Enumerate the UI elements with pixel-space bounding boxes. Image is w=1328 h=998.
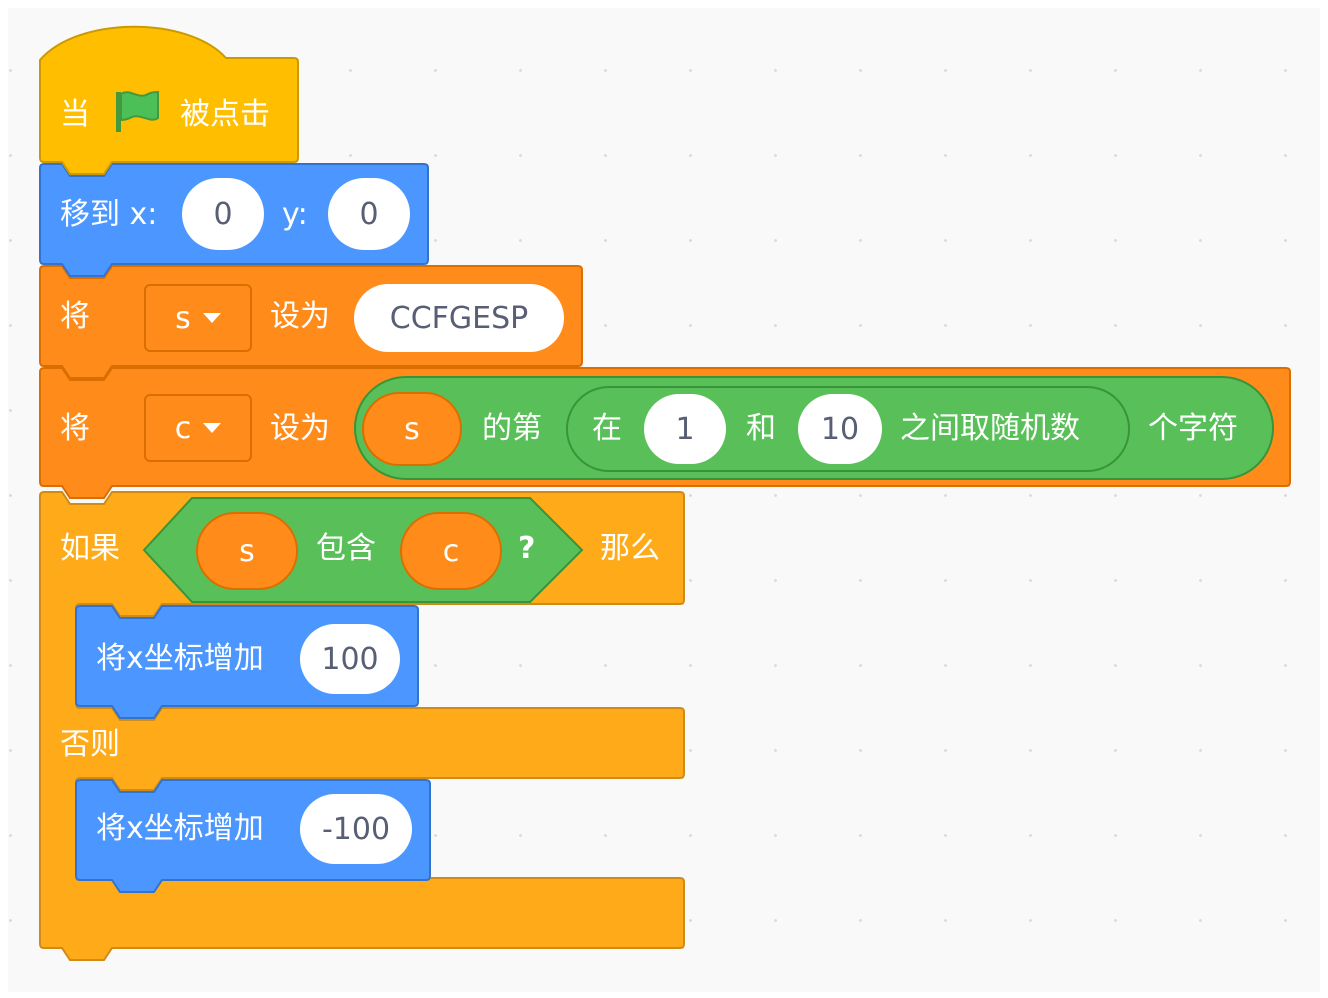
set-c-action: 设为 (270, 411, 330, 446)
clicked-label: 被点击 (180, 97, 270, 132)
set-c-prefix: 将 (60, 411, 90, 446)
else-label: 否则 (60, 727, 120, 762)
dropdown-caret-icon (202, 313, 221, 323)
when-flag-hat-shape[interactable] (39, 25, 299, 175)
goto-x-input[interactable]: 0 (182, 178, 264, 250)
random-to-input[interactable]: 10 (798, 394, 882, 464)
set-s-value-input[interactable]: CCFGESP (354, 284, 564, 352)
random-in-label: 在 (592, 411, 622, 446)
else-block-label: 将x坐标增加 (96, 811, 264, 846)
set-s-variable-name: s (175, 300, 191, 336)
when-label: 当 (60, 97, 90, 132)
if-else-block-shape[interactable] (39, 491, 685, 961)
goto-label: 移到 x: (60, 197, 158, 232)
script-area[interactable]: 当 被点击 移到 x: 0 y: 0 将 s 设为 CCFGESP 将 c 设为… (8, 8, 1320, 992)
set-s-prefix: 将 (60, 299, 90, 334)
contains-label: 包含 (316, 531, 376, 566)
contains-left-var[interactable]: s (196, 512, 298, 590)
set-c-variable-dropdown[interactable]: c (144, 394, 252, 462)
then-label: 那么 (600, 531, 660, 566)
contains-right-var[interactable]: c (400, 512, 502, 590)
contains-question: ? (518, 531, 536, 566)
set-s-action: 设为 (270, 299, 330, 334)
dropdown-caret-icon (203, 423, 222, 433)
random-and-label: 和 (746, 411, 776, 446)
else-block-value-input[interactable]: -100 (300, 794, 412, 864)
then-block-value-input[interactable]: 100 (300, 624, 400, 694)
if-label: 如果 (60, 531, 120, 566)
random-pick-label: 之间取随机数 (900, 411, 1080, 446)
letter-char-label: 个字符 (1148, 411, 1238, 446)
random-from-input[interactable]: 1 (644, 394, 726, 464)
goto-y-input[interactable]: 0 (328, 178, 410, 250)
then-block-label: 将x坐标增加 (96, 641, 264, 676)
letter-of-label: 的第 (482, 411, 542, 446)
set-c-variable-name: c (174, 410, 192, 446)
letter-of-string-var[interactable]: s (362, 392, 462, 466)
green-flag-icon (116, 90, 159, 132)
set-s-variable-dropdown[interactable]: s (144, 284, 252, 352)
goto-y-label: y: (282, 197, 308, 232)
